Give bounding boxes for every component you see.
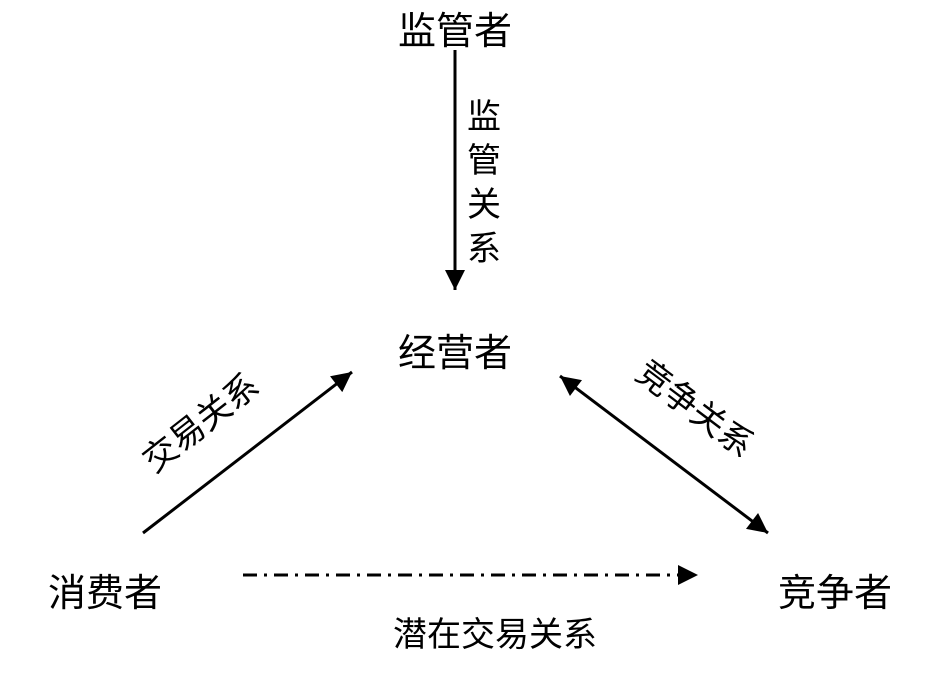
competition-label: 竞争关系 — [628, 352, 761, 466]
regulation-label-char: 关 — [467, 185, 501, 225]
potential-transaction-label: 潜在交易关系 — [393, 615, 597, 655]
node-regulator: 监管者 — [398, 9, 512, 53]
node-consumer: 消费者 — [48, 571, 162, 615]
regulation-label: 监 管 关 系 — [467, 97, 501, 269]
regulation-label-char: 监 — [467, 97, 501, 137]
transaction-arrow — [142, 370, 353, 535]
regulation-label-char: 系 — [467, 229, 501, 269]
transaction-label: 交易关系 — [135, 366, 267, 481]
regulation-label-char: 管 — [467, 141, 501, 181]
node-operator: 经营者 — [398, 331, 512, 375]
node-competitor: 竞争者 — [778, 571, 892, 615]
competition-arrow — [559, 374, 769, 535]
